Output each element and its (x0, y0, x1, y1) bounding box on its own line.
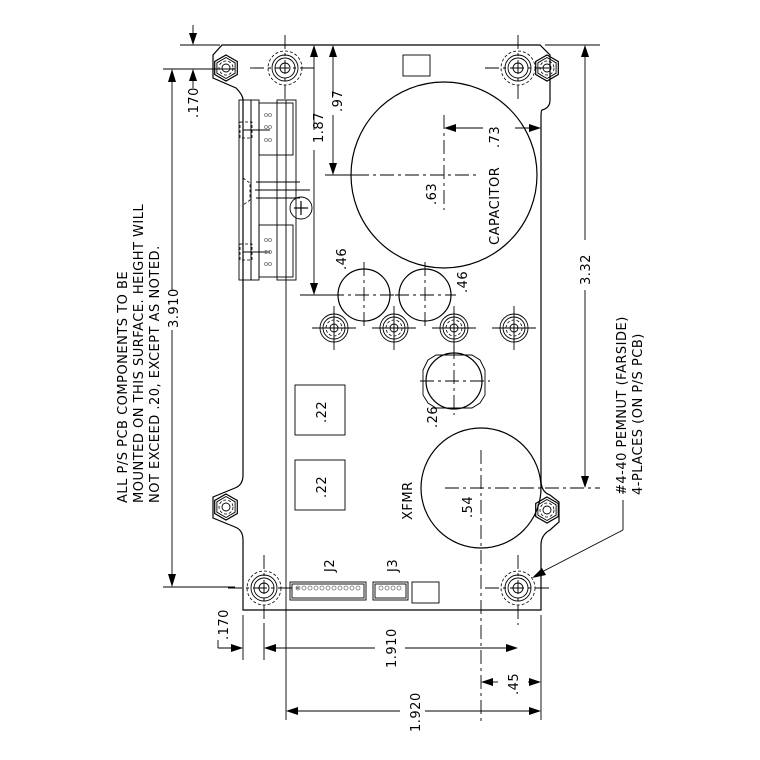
pemnut-note-line-2: 4-PLACES (ON P/S PCB) (631, 333, 646, 495)
post-2 (371, 305, 417, 351)
board-outline (212, 44, 560, 611)
dim-332-label: 3.32 (579, 254, 594, 285)
post-1 (311, 305, 357, 351)
small-component-top (402, 54, 431, 77)
connector-j2: J2 (289, 559, 367, 601)
dim-bottom-offset: .170 (217, 609, 265, 660)
block-component-2: .22 (294, 459, 346, 511)
dim-1910-label: 1.910 (385, 628, 400, 668)
standoff-bottom-left (228, 555, 300, 625)
pemnut-bottom-left (214, 493, 238, 521)
j3-label: J3 (386, 559, 401, 573)
standoff-bottom-right (485, 555, 552, 625)
note-line-1: ALL P/S PCB COMPONENTS TO BE (116, 271, 131, 503)
block-1-label: .22 (315, 401, 330, 423)
dim-xfmr-offset: .45 (481, 615, 542, 720)
dim-board-width: 1.920 (285, 280, 541, 732)
small-cap-1-label: .46 (335, 248, 350, 270)
pemnut-note-line-1: #4-40 PEMNUT (FARSIDE) (615, 316, 630, 495)
dim-hole-spacing: 1.910 (264, 628, 518, 668)
dim-170-top-label: .170 (187, 87, 202, 118)
dim-capacitor-edge: .73 (444, 124, 541, 148)
small-cap-2-label: .46 (456, 271, 471, 293)
dim-capacitor-offset: .97 (325, 45, 355, 176)
j2-label: J2 (323, 559, 338, 573)
dim-187-label: 1.87 (312, 112, 327, 143)
note-line-2: MOUNTED ON THIS SURFACE. HEIGHT WILL (132, 204, 147, 503)
dim-overall-height: 3.910 (163, 68, 235, 588)
dim-97-label: .97 (331, 90, 346, 112)
dim-3910-label: 3.910 (167, 288, 182, 328)
dim-mounting-height: 3.32 (545, 44, 600, 488)
general-note: ALL P/S PCB COMPONENTS TO BE MOUNTED ON … (116, 204, 163, 503)
capacitor-label: CAPACITOR (488, 167, 503, 245)
post-3 (431, 305, 477, 351)
inductor: .26 (420, 345, 490, 428)
xfmr-height-label: .54 (461, 496, 476, 518)
pemnut-top-left (214, 54, 238, 82)
transformer: XFMR .54 (401, 427, 600, 725)
capacitor: .63 CAPACITOR (330, 81, 538, 269)
edge-connector-assembly (238, 99, 313, 281)
inductor-label: .26 (426, 406, 441, 428)
dim-top-offset: .170 (180, 25, 220, 118)
dim-1920-label: 1.920 (409, 692, 424, 732)
small-capacitor-2: .46 (395, 262, 471, 330)
standoff-top-left (250, 35, 318, 100)
block-component-1: .22 (294, 384, 346, 436)
post-4 (491, 305, 537, 351)
block-2-label: .22 (315, 476, 330, 498)
capacitor-edge-dim-label: .73 (488, 126, 503, 148)
small-component-bottom (411, 581, 440, 604)
dim-170-bottom-label: .170 (217, 609, 232, 640)
standoff-top-right (485, 35, 552, 100)
xfmr-label: XFMR (401, 481, 416, 520)
pemnut-callout: #4-40 PEMNUT (FARSIDE) 4-PLACES (ON P/S … (532, 316, 646, 578)
dim-45-label: .45 (507, 673, 522, 695)
connector-j3: J3 (372, 559, 409, 601)
dim-connector-span: 1.87 (300, 45, 330, 296)
capacitor-height-label: .63 (425, 183, 440, 205)
note-line-3: NOT EXCEED .20, EXCEPT AS NOTED. (148, 245, 163, 503)
small-capacitor-1: .46 (330, 248, 395, 330)
